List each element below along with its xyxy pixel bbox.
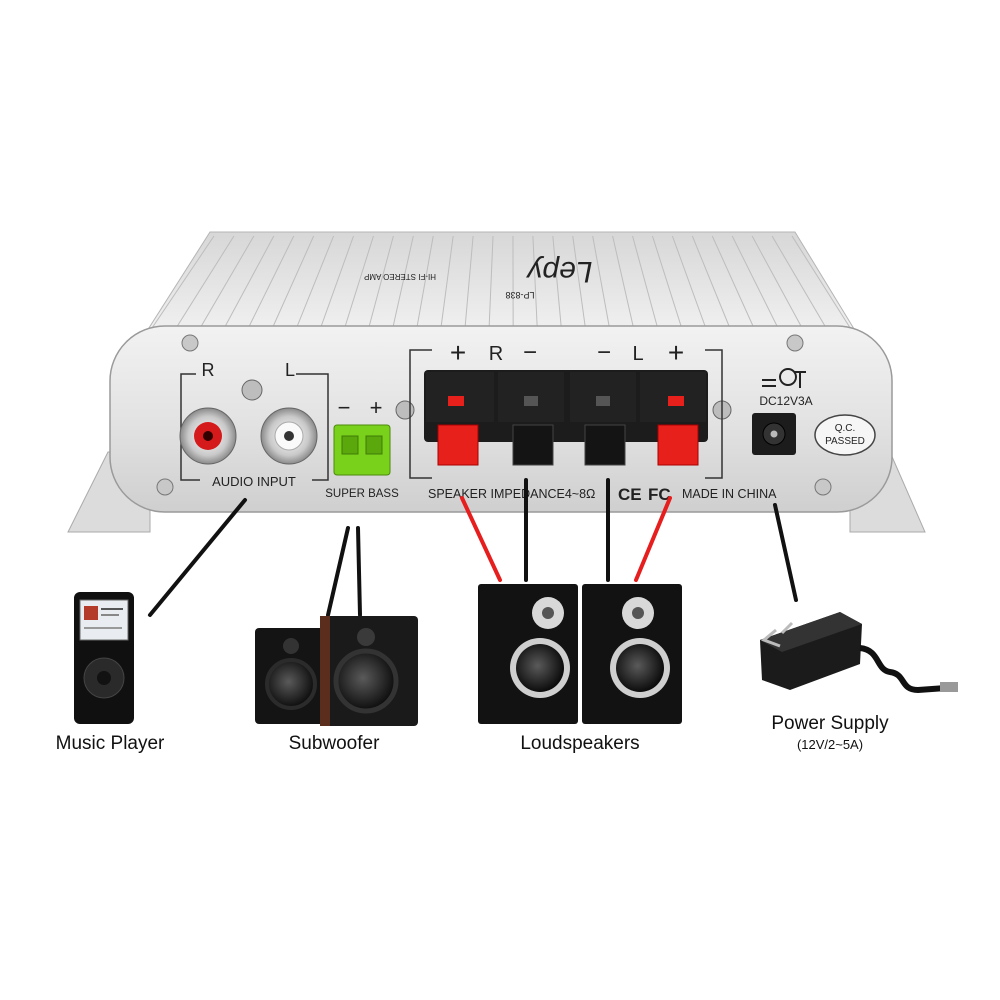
heatsink-fin (366, 235, 394, 335)
loudspeakers-label: Loudspeakers (520, 733, 640, 754)
super-bass-label: SUPER BASS (325, 488, 399, 500)
heatsink-fin (293, 235, 335, 335)
speaker-terminal-bracket (409, 349, 723, 479)
speaker-terminal-right-negative[interactable] (498, 372, 564, 466)
loudspeaker-icon (478, 584, 578, 724)
dc-rating-label: DC12V3A (759, 394, 812, 408)
heatsink-fin (751, 235, 806, 335)
speaker-impedance-label: SPEAKER IMPEDANCE4~8Ω (428, 487, 595, 501)
screw-icon (786, 334, 804, 352)
heatsink-fin (317, 235, 354, 335)
wire-left-positive-to-speaker (634, 496, 672, 582)
speaker-terminal-left-negative[interactable] (570, 372, 636, 466)
heatsink-fin (552, 235, 563, 335)
made-in-china-label: MADE IN CHINA (682, 487, 777, 501)
heatsink-fin (731, 235, 782, 335)
wire-super-bass-to-subwoofer-b (356, 526, 362, 617)
rca-jack-right[interactable] (179, 407, 237, 465)
heatsink-fin (652, 235, 685, 335)
heatsink-fin (439, 235, 454, 335)
super-bass-terminal[interactable] (333, 424, 391, 476)
wire-dc-jack-to-power-supply (773, 503, 798, 602)
heatsink-fin (572, 235, 587, 335)
screw-icon (814, 478, 832, 496)
heatsink-fin (171, 235, 235, 335)
power-adapter-icon (760, 612, 958, 694)
heatsink-fin (632, 235, 660, 335)
screw-icon (156, 478, 174, 496)
connection-wires (148, 478, 798, 617)
heatsink-fin (147, 235, 215, 335)
speaker-plus-left-sign: + (450, 337, 466, 368)
heatsink-fin (711, 235, 758, 335)
heatsink-fin (269, 235, 315, 335)
brand-logo: Lepy (525, 255, 592, 288)
power-supply-spec: (12V/2~5A) (796, 737, 864, 752)
wire-super-bass-to-subwoofer-a (326, 526, 350, 617)
amplifier: Lepy LP-838 HI-FI STEREO AMP R L (67, 231, 926, 533)
ce-mark: CE (618, 485, 642, 504)
audio-input-right-label: R (202, 360, 215, 380)
subwoofer-icon (255, 616, 418, 726)
fc-mark: FC (648, 485, 671, 504)
screw-icon (241, 379, 263, 401)
heatsink-fin (771, 235, 831, 335)
speaker-terminal-right-positive[interactable] (426, 372, 494, 466)
speaker-terminal-left-positive[interactable] (640, 372, 706, 466)
speaker-minus-left-sign: − (597, 339, 611, 366)
svg-text:Q.C.: Q.C. (835, 423, 856, 434)
heatsink-fins (147, 235, 855, 335)
dc-power-jack[interactable] (752, 413, 796, 455)
speaker-l-label: L (632, 343, 643, 365)
svg-text:PASSED: PASSED (825, 436, 865, 447)
heatsink-fin (691, 235, 733, 335)
audio-input-label: AUDIO INPUT (212, 474, 296, 489)
loudspeaker-icon (582, 584, 682, 724)
qc-passed-sticker: Q.C. PASSED (814, 414, 876, 456)
heatsink-fin (791, 235, 855, 335)
heatsink-fin (220, 235, 275, 335)
dc-polarity-symbol-icon (762, 368, 806, 388)
speaker-r-label: R (489, 343, 503, 365)
speaker-terminal-housing (424, 370, 708, 442)
screw-icon (181, 334, 199, 352)
audio-input-left-label: L (285, 360, 295, 380)
heatsink-fin (532, 235, 539, 335)
wire-right-positive-to-speaker (460, 496, 502, 582)
super-bass-minus-label: − (338, 395, 351, 420)
subwoofer-label: Subwoofer (288, 733, 380, 754)
panel-subtitle: HI-FI STEREO AMP (364, 272, 436, 281)
speaker-plus-right-sign: + (668, 337, 684, 368)
model-number: LP-838 (505, 290, 534, 300)
heatsink-fin (196, 235, 255, 335)
heatsink-fin (415, 235, 434, 335)
heatsink-fin (592, 235, 612, 335)
wire-audio-input-to-music-player (148, 498, 247, 617)
super-bass-plus-label: + (370, 395, 383, 420)
heatsink-fin (342, 235, 374, 335)
heatsink-fin (463, 235, 474, 335)
heatsink-fin (612, 235, 636, 335)
rca-jack-left[interactable] (260, 407, 318, 465)
power-supply-label: Power Supply (771, 713, 889, 734)
screw-icon (395, 400, 415, 420)
speaker-minus-right-sign: − (523, 339, 537, 366)
heatsink-fin (244, 235, 295, 335)
music-player-label: Music Player (55, 733, 165, 754)
heatsink-fin (671, 235, 709, 335)
heatsink-fin (488, 235, 494, 335)
heatsink-fin (390, 235, 414, 335)
music-player-icon (74, 592, 134, 724)
